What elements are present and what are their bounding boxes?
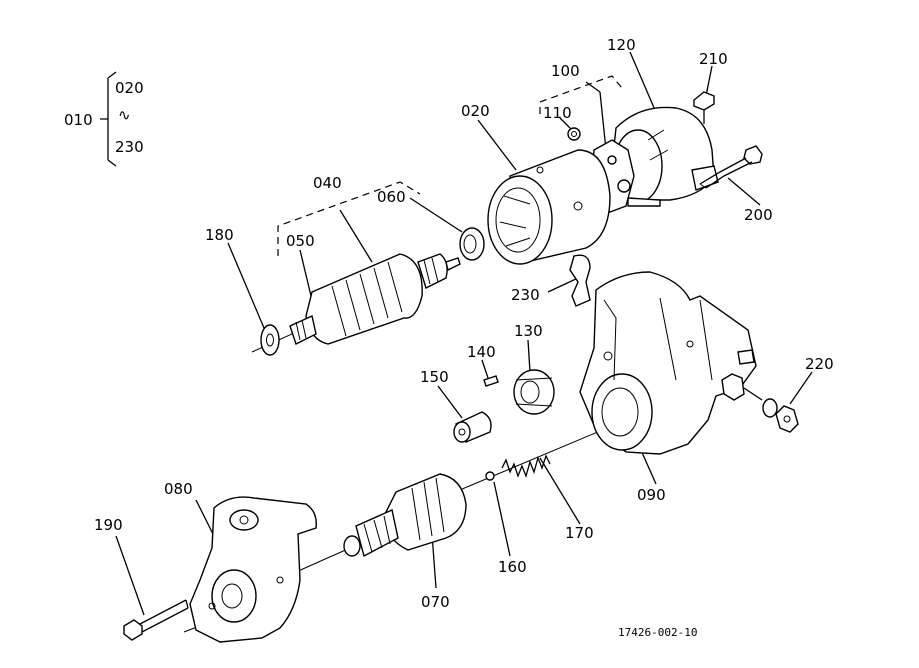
callout-labels: 100 110 120 210 020 040 060 180 050 200 …	[94, 36, 834, 611]
drawing-code: 17426-002-10	[618, 626, 697, 639]
bracket-040	[277, 181, 421, 256]
label-range-tilde: ∿	[118, 106, 131, 124]
label-060: 060	[377, 188, 406, 206]
label-090: 090	[637, 486, 666, 504]
label-170: 170	[565, 524, 594, 542]
part-armature-050	[289, 253, 461, 345]
label-230: 230	[511, 286, 540, 304]
label-010: 010	[64, 111, 93, 129]
label-070: 070	[421, 593, 450, 611]
part-washer-180	[260, 324, 280, 356]
part-spring-170	[501, 454, 551, 479]
label-190: 190	[94, 516, 123, 534]
label-080: 080	[164, 480, 193, 498]
label-150: 150	[420, 368, 449, 386]
part-gear-130	[513, 369, 555, 415]
bracket-100	[539, 75, 623, 114]
part-pin-140	[483, 375, 499, 387]
part-bearing-060	[459, 227, 485, 261]
legend-brace	[100, 71, 117, 167]
part-lead-230	[569, 254, 591, 307]
label-200: 200	[744, 206, 773, 224]
label-210: 210	[699, 50, 728, 68]
part-spring-110	[567, 127, 581, 141]
part-bolt-210	[693, 91, 715, 124]
label-180: 180	[205, 226, 234, 244]
part-ball-160	[485, 471, 495, 481]
label-120: 120	[607, 36, 636, 54]
part-bolt-190	[123, 599, 189, 641]
part-through-bolt-200	[699, 145, 763, 189]
part-yoke-020	[487, 149, 611, 265]
label-020-range-start: 020	[115, 79, 144, 97]
label-050: 050	[286, 232, 315, 250]
assembly-legend: 010 020 ∿ 230	[64, 71, 144, 167]
part-nut-220	[721, 373, 799, 433]
part-front-bracket-080	[189, 496, 317, 643]
label-100: 100	[551, 62, 580, 80]
label-140: 140	[467, 343, 496, 361]
label-230-range-end: 230	[115, 138, 144, 156]
part-pinion-070	[343, 473, 467, 558]
part-front-housing-090	[579, 271, 757, 455]
label-130: 130	[514, 322, 543, 340]
label-220: 220	[805, 355, 834, 373]
label-040: 040	[313, 174, 342, 192]
label-020: 020	[461, 102, 490, 120]
label-110: 110	[543, 104, 572, 122]
part-ring-150	[453, 411, 492, 443]
label-160: 160	[498, 558, 527, 576]
